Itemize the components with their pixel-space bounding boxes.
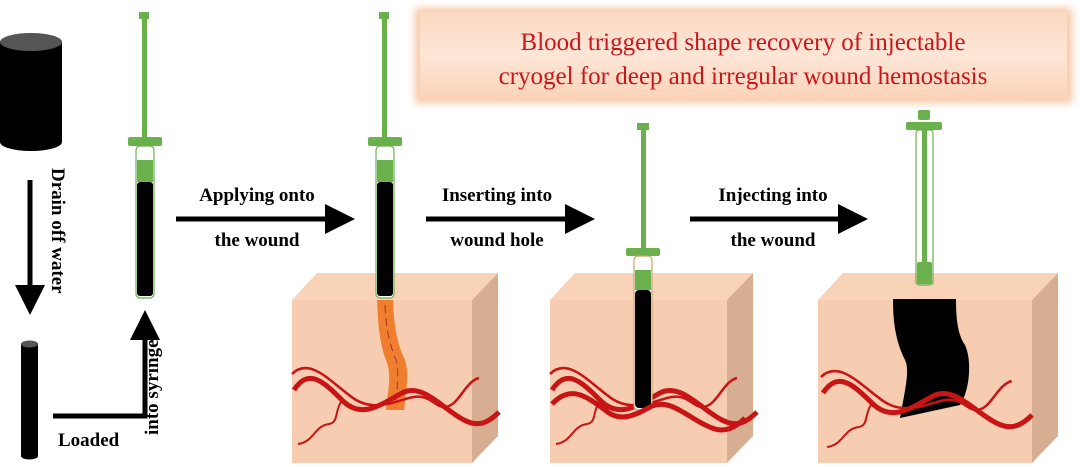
step1-label-line-1: Applying onto bbox=[199, 185, 315, 206]
title-line-1: Blood triggered shape recovery of inject… bbox=[521, 29, 966, 56]
skin-block-applying bbox=[292, 273, 499, 463]
swollen-cryogel-cylinder bbox=[0, 33, 62, 151]
skin-block-inserting bbox=[550, 273, 757, 463]
drain-label: Drain off water bbox=[47, 168, 68, 294]
title-box: Blood triggered shape recovery of inject… bbox=[415, 8, 1072, 103]
syringe-inserted bbox=[626, 123, 660, 411]
step1-label-line-2: the wound bbox=[215, 230, 300, 251]
loaded-label: Loaded bbox=[58, 430, 120, 451]
syringe-applying bbox=[368, 12, 402, 299]
load-arrow bbox=[53, 310, 160, 419]
compressed-cryogel-rod bbox=[21, 340, 38, 460]
title-line-2: cryogel for deep and irregular wound hem… bbox=[499, 63, 988, 90]
step2-label-line-2: wound hole bbox=[450, 230, 543, 251]
blood-vessel bbox=[550, 391, 747, 433]
step3-label-line-1: Injecting into bbox=[718, 185, 827, 206]
skin-block-injecting bbox=[818, 273, 1058, 463]
loaded-syringe bbox=[128, 12, 162, 299]
wound-channel bbox=[377, 300, 408, 410]
recovered-cryogel bbox=[893, 299, 970, 418]
step2-label-line-1: Inserting into bbox=[442, 185, 552, 206]
step3-label-line-2: the wound bbox=[731, 230, 816, 251]
syringe-empty bbox=[906, 110, 942, 286]
into-syringe-label: into syringe bbox=[142, 339, 163, 435]
